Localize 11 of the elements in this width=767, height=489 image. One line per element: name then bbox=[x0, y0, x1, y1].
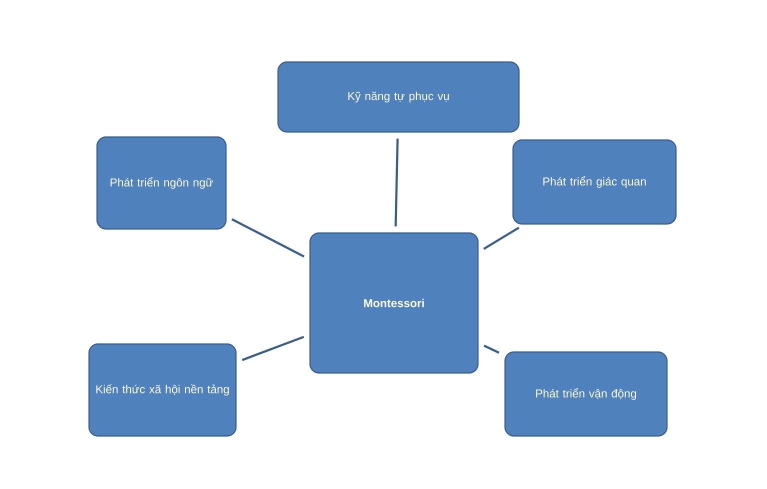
connector-line bbox=[483, 226, 520, 250]
process-box: Kỹ năng tự phục vụ bbox=[277, 61, 520, 133]
process-box: Phát triển giác quan bbox=[512, 139, 677, 225]
connector-line bbox=[242, 336, 304, 362]
connector-line bbox=[231, 218, 305, 258]
process-box: Phát triển ngôn ngữ bbox=[96, 136, 227, 230]
process-box: Phát triển vận động bbox=[504, 351, 668, 437]
connector-line bbox=[394, 138, 399, 226]
connector-line bbox=[484, 344, 500, 354]
process-box: Kiến thức xã hội nền tảng bbox=[88, 343, 237, 437]
process-box: Montessori bbox=[309, 232, 479, 374]
